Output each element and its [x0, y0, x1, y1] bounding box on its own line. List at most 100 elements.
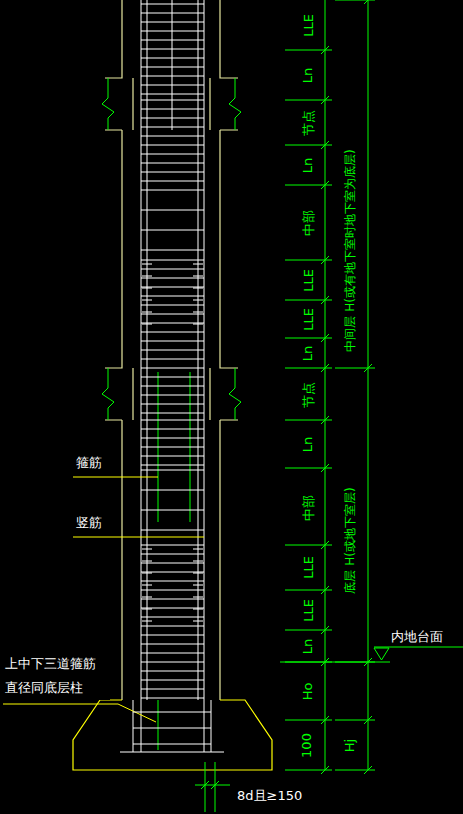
stirrup [141, 127, 204, 128]
stirrup [141, 653, 204, 654]
stirrup [141, 323, 204, 324]
dimension-tick [321, 541, 329, 549]
extension-line [335, 0, 375, 1]
stirrup [141, 269, 204, 270]
stirrup [141, 314, 204, 315]
lap-mark [142, 276, 152, 277]
lap-mark [142, 621, 152, 622]
stirrup [141, 260, 204, 261]
stirrup [141, 40, 204, 41]
dimension-tick [321, 716, 329, 724]
stirrup [141, 341, 204, 342]
lap-mark [142, 300, 152, 301]
column-left-face [105, 0, 122, 700]
stirrup [141, 332, 204, 333]
stirrup [141, 100, 204, 101]
lap-mark [193, 585, 203, 586]
stirrup [141, 359, 204, 360]
lap-mark [142, 561, 152, 562]
lap-mark [142, 597, 152, 598]
dimension-tick [321, 658, 329, 666]
dimension-label: 中部 [301, 493, 316, 521]
dimension-tick [321, 96, 329, 104]
stirrup [141, 438, 204, 439]
dimension-label: Hj [342, 737, 357, 752]
stirrup [141, 210, 204, 211]
lap-mark [142, 264, 152, 265]
stirrup [141, 572, 204, 573]
stirrup [141, 447, 204, 448]
dimension-tick [321, 181, 329, 189]
lap-mark [142, 609, 152, 610]
stirrup [141, 671, 204, 672]
stirrup [141, 635, 204, 636]
stirrup [141, 554, 204, 555]
stirrup [141, 617, 204, 618]
break-symbol [229, 78, 241, 130]
dimension-label: LLE [300, 268, 315, 293]
stirrup [141, 109, 204, 110]
footing-stirrups [133, 712, 211, 744]
stirrup [141, 67, 204, 68]
lap-mark [193, 597, 203, 598]
dimension-label: Ln [300, 435, 315, 452]
dimension-label: Ln [300, 637, 315, 654]
dimension-line [368, 0, 369, 770]
stirrup [141, 181, 204, 182]
dimension-label: Ln [300, 344, 315, 361]
part-label: 箍筋 [75, 455, 103, 470]
stirrup [141, 413, 204, 414]
stirrup [141, 4, 204, 5]
dimension-tick [321, 364, 329, 372]
stirrup [141, 368, 204, 369]
stirrup [141, 689, 204, 690]
stirrup [141, 545, 204, 546]
break-symbol [102, 368, 114, 420]
dimension-tick [201, 781, 219, 789]
stirrup [141, 118, 204, 119]
stirrup [141, 250, 204, 251]
part-label: 竖筋 [75, 515, 103, 530]
lap-mark [142, 288, 152, 289]
stirrup [141, 76, 204, 77]
dimension-label: LLE [300, 555, 315, 580]
footing [73, 700, 272, 770]
stirrup [141, 278, 204, 279]
dimension-label: Ln [300, 66, 315, 83]
leader-line [73, 477, 158, 478]
dimension-tick [321, 416, 329, 424]
lap-mark [193, 573, 203, 574]
dimension-label: 8d且≥150 [236, 788, 303, 803]
dimension-label: 节点 [301, 380, 316, 408]
dimension-label: LLE [300, 307, 315, 332]
stirrup [141, 296, 204, 297]
stirrup [141, 563, 204, 564]
leaders [3, 477, 204, 722]
stirrup [141, 190, 204, 191]
stirrup [141, 465, 204, 466]
stirrup [141, 490, 204, 491]
stirrup [141, 608, 204, 609]
dimension-ticks [285, 0, 375, 774]
break-symbol [229, 368, 241, 420]
lap-mark [142, 573, 152, 574]
dimension-tick [321, 334, 329, 342]
dimension-label: Ho [300, 681, 315, 701]
stirrup [141, 420, 204, 421]
lap-mark [193, 312, 203, 313]
stirrup [141, 145, 204, 146]
lap-mark [193, 561, 203, 562]
ground-line [280, 662, 390, 663]
stirrup [141, 680, 204, 681]
stirrup [141, 377, 204, 378]
stirrup [141, 590, 204, 591]
dimension-lines [195, 0, 463, 812]
lap-mark [193, 288, 203, 289]
stirrup [141, 530, 204, 531]
dimension-tick [364, 658, 372, 666]
stirrup [141, 49, 204, 50]
dimension-tick [364, 716, 372, 724]
lap-mark [193, 549, 203, 550]
